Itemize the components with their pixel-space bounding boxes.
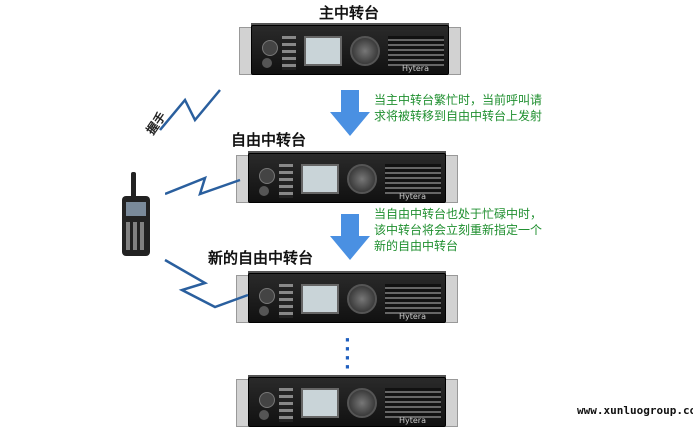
- signal-wave-icon: [159, 89, 221, 131]
- down-arrow-icon: [330, 90, 370, 136]
- handheld-radio-icon: [120, 172, 152, 256]
- note-busy-transfer: 当主中转台繁忙时，当前呼叫请 求将被转移到自由中转台上发射: [374, 92, 542, 124]
- free-repeater-title: 自由中转台: [231, 131, 307, 149]
- continuation-dots: ····: [344, 330, 351, 378]
- repeater-brand: Hytera: [399, 312, 426, 321]
- repeater-brand: Hytera: [399, 416, 426, 425]
- signal-wave-icon: [164, 258, 249, 309]
- note-line: 该中转台将会立刻重新指定一个: [374, 223, 543, 237]
- new-free-repeater-icon: Hytera: [236, 271, 458, 329]
- signal-wave-icon: [165, 175, 241, 197]
- free-repeater-icon: Hytera: [236, 151, 458, 209]
- repeater-brand: Hytera: [399, 192, 426, 201]
- down-arrow-icon: [330, 214, 370, 260]
- additional-repeater-icon: Hytera: [236, 375, 458, 433]
- note-line: 求将被转移到自由中转台上发射: [374, 109, 543, 123]
- repeater-brand: Hytera: [402, 64, 429, 73]
- note-line: 当主中转台繁忙时，当前呼叫请: [374, 93, 543, 107]
- new-free-repeater-title: 新的自由中转台: [208, 249, 314, 267]
- main-repeater-title: 主中转台: [319, 4, 380, 22]
- note-line: 当自由中转台也处于忙碌中时，: [374, 207, 543, 221]
- note-line: 新的自由中转台: [374, 239, 459, 253]
- note-reassign: 当自由中转台也处于忙碌中时， 该中转台将会立刻重新指定一个 新的自由中转台: [374, 206, 542, 254]
- watermark-url: www.xunluogroup.com: [577, 404, 693, 417]
- main-repeater-icon: Hytera: [239, 23, 461, 81]
